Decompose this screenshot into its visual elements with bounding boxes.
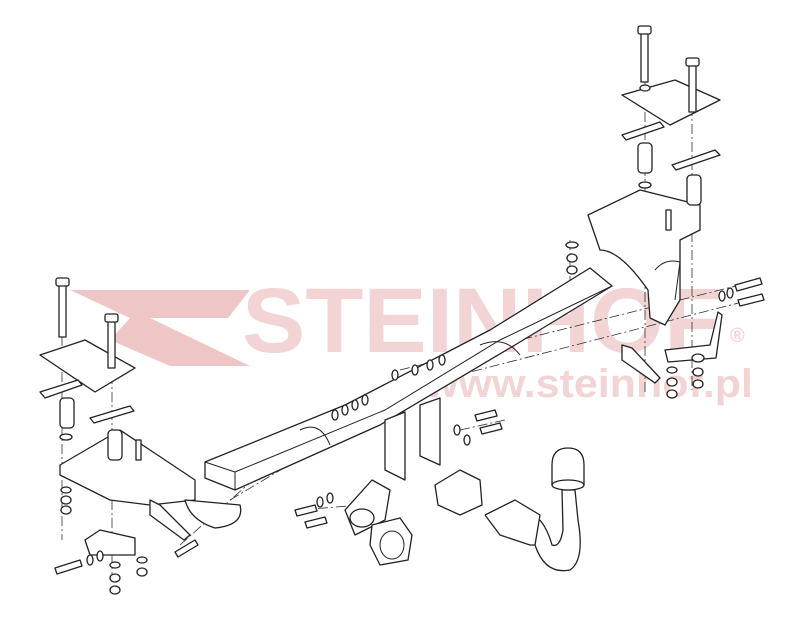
spacer-sleeves [59,142,702,461]
tow-ball-neck [484,489,581,572]
bolts [54,25,765,575]
right-top-plate [621,79,721,126]
watermark-registered: ® [730,325,745,347]
watermark-logo-s [70,290,250,366]
electrical-socket [344,479,413,566]
left-top-plate [39,339,136,393]
tow-ball-assembly [434,447,585,572]
left-mounting-bracket [59,429,242,556]
right-mounting-bracket [587,189,723,384]
tow-ball-cap [551,447,585,486]
ball-coupling-block [434,469,483,516]
nuts-and-washers [59,84,734,595]
